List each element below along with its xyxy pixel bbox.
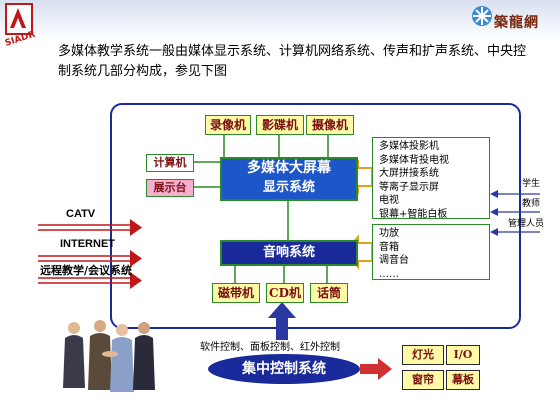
remote-conference-label: 远程教学/会议系统	[40, 264, 133, 277]
brand-name: 築龍網	[494, 15, 539, 31]
intro-paragraph: 多媒体教学系统一般由媒体显示系统、计算机网络系统、传声和扩声系统、中央控制系统几…	[58, 44, 527, 79]
central-control-ellipse: 集中控制系统	[208, 354, 360, 384]
display-devices-list: 多媒体投影机 多媒体背投电视 大屏拼接系统 等离子显示屏 电视 银幕+智能白板	[372, 137, 490, 220]
list-item: 电视	[379, 195, 399, 206]
computer-box: 计算机	[146, 154, 194, 172]
list-item: 等离子显示屏	[379, 181, 439, 193]
list-item: 调音台	[379, 255, 409, 266]
catv-label: CATV	[66, 208, 96, 220]
audio-devices-list: 功放 音箱 调音台 ……	[372, 224, 490, 280]
list-item: 功放	[379, 228, 399, 239]
display-system-line1: 多媒体大屏幕	[247, 160, 331, 176]
list-item: 多媒体投影机	[379, 141, 439, 152]
list-item: ……	[379, 268, 399, 280]
siadr-logo: SIADR	[4, 3, 37, 49]
vcd-player-box: 影碟机	[256, 115, 304, 135]
audio-system-box: 音响系统	[220, 240, 358, 266]
io-box: I/O	[446, 345, 480, 365]
people-handshake-illustration	[63, 320, 155, 392]
managers-label: 管理人员	[508, 219, 545, 229]
microphone-box: 话筒	[310, 283, 348, 303]
teachers-label: 教师	[522, 199, 541, 209]
list-item: 银幕+智能白板	[379, 208, 448, 220]
presenter-box: 展示台	[146, 179, 194, 197]
camcorder-box: 摄像机	[306, 115, 354, 135]
screen-board-box: 幕板	[446, 370, 480, 390]
curtain-box: 窗帘	[402, 370, 444, 390]
list-item: 音箱	[379, 241, 399, 253]
students-label: 学生	[522, 179, 541, 189]
brand-snowflake-icon	[472, 6, 492, 26]
cd-player-box: CD机	[266, 283, 304, 303]
control-methods-label: 软件控制、面板控制、红外控制	[200, 342, 340, 353]
vcr-box: 录像机	[205, 115, 251, 135]
lighting-box: 灯光	[402, 345, 444, 365]
list-item: 大屏拼接系统	[379, 168, 439, 179]
list-item: 多媒体背投电视	[379, 154, 449, 166]
tape-deck-box: 磁带机	[212, 283, 260, 303]
internet-label: INTERNET	[60, 238, 115, 250]
display-system-line2: 显示系统	[262, 180, 315, 195]
display-system-box: 多媒体大屏幕 显示系统	[220, 157, 358, 201]
header-band	[0, 0, 560, 40]
